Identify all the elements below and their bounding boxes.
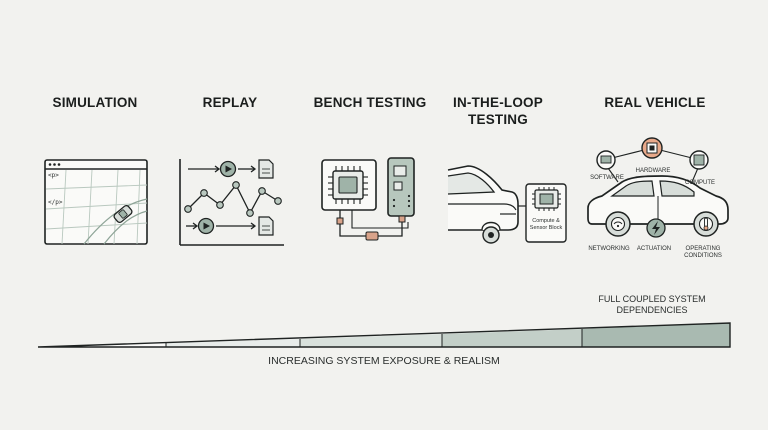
- real-vehicle-software-label: SOFTWARE: [590, 175, 624, 181]
- in-the-loop-car-icon: [447, 165, 567, 244]
- stage-title-replay: REPLAY: [202, 95, 258, 110]
- stage-title-in-the-loop-testing: IN-THE-LOOP TESTING: [453, 95, 543, 127]
- real-vehicle-hardware-label: HARDWARE: [635, 168, 671, 174]
- stage-title-bench-testing: BENCH TESTING: [313, 95, 427, 110]
- simulation-code-tag-close: </p>: [48, 199, 63, 206]
- real-vehicle-networking-label: NETWORKING: [588, 246, 630, 252]
- stage-title-simulation: SIMULATION: [52, 95, 138, 110]
- simulation-code-tag-open: <p>: [48, 172, 59, 179]
- bench-testing-boards-icon: [321, 157, 415, 241]
- real-vehicle-operating-conditions-label: OPERATING CONDITIONS: [684, 246, 722, 259]
- real-vehicle-compute-label: COMPUTE: [685, 180, 715, 186]
- simulation-window-icon: [44, 159, 148, 245]
- real-vehicle-network-icon: [587, 137, 729, 238]
- replay-chart-icon: [179, 159, 284, 246]
- stage-title-real-vehicle: REAL VEHICLE: [604, 95, 706, 110]
- real-vehicle-actuation-label: ACTUATION: [636, 246, 672, 252]
- exposure-ramp: [37, 322, 731, 348]
- ramp-caption: INCREASING SYSTEM EXPOSURE & REALISM: [268, 355, 500, 367]
- in-the-loop-block-label: Compute & Sensor Block: [529, 218, 563, 231]
- ramp-end-label: FULL COUPLED SYSTEM DEPENDENCIES: [598, 294, 706, 315]
